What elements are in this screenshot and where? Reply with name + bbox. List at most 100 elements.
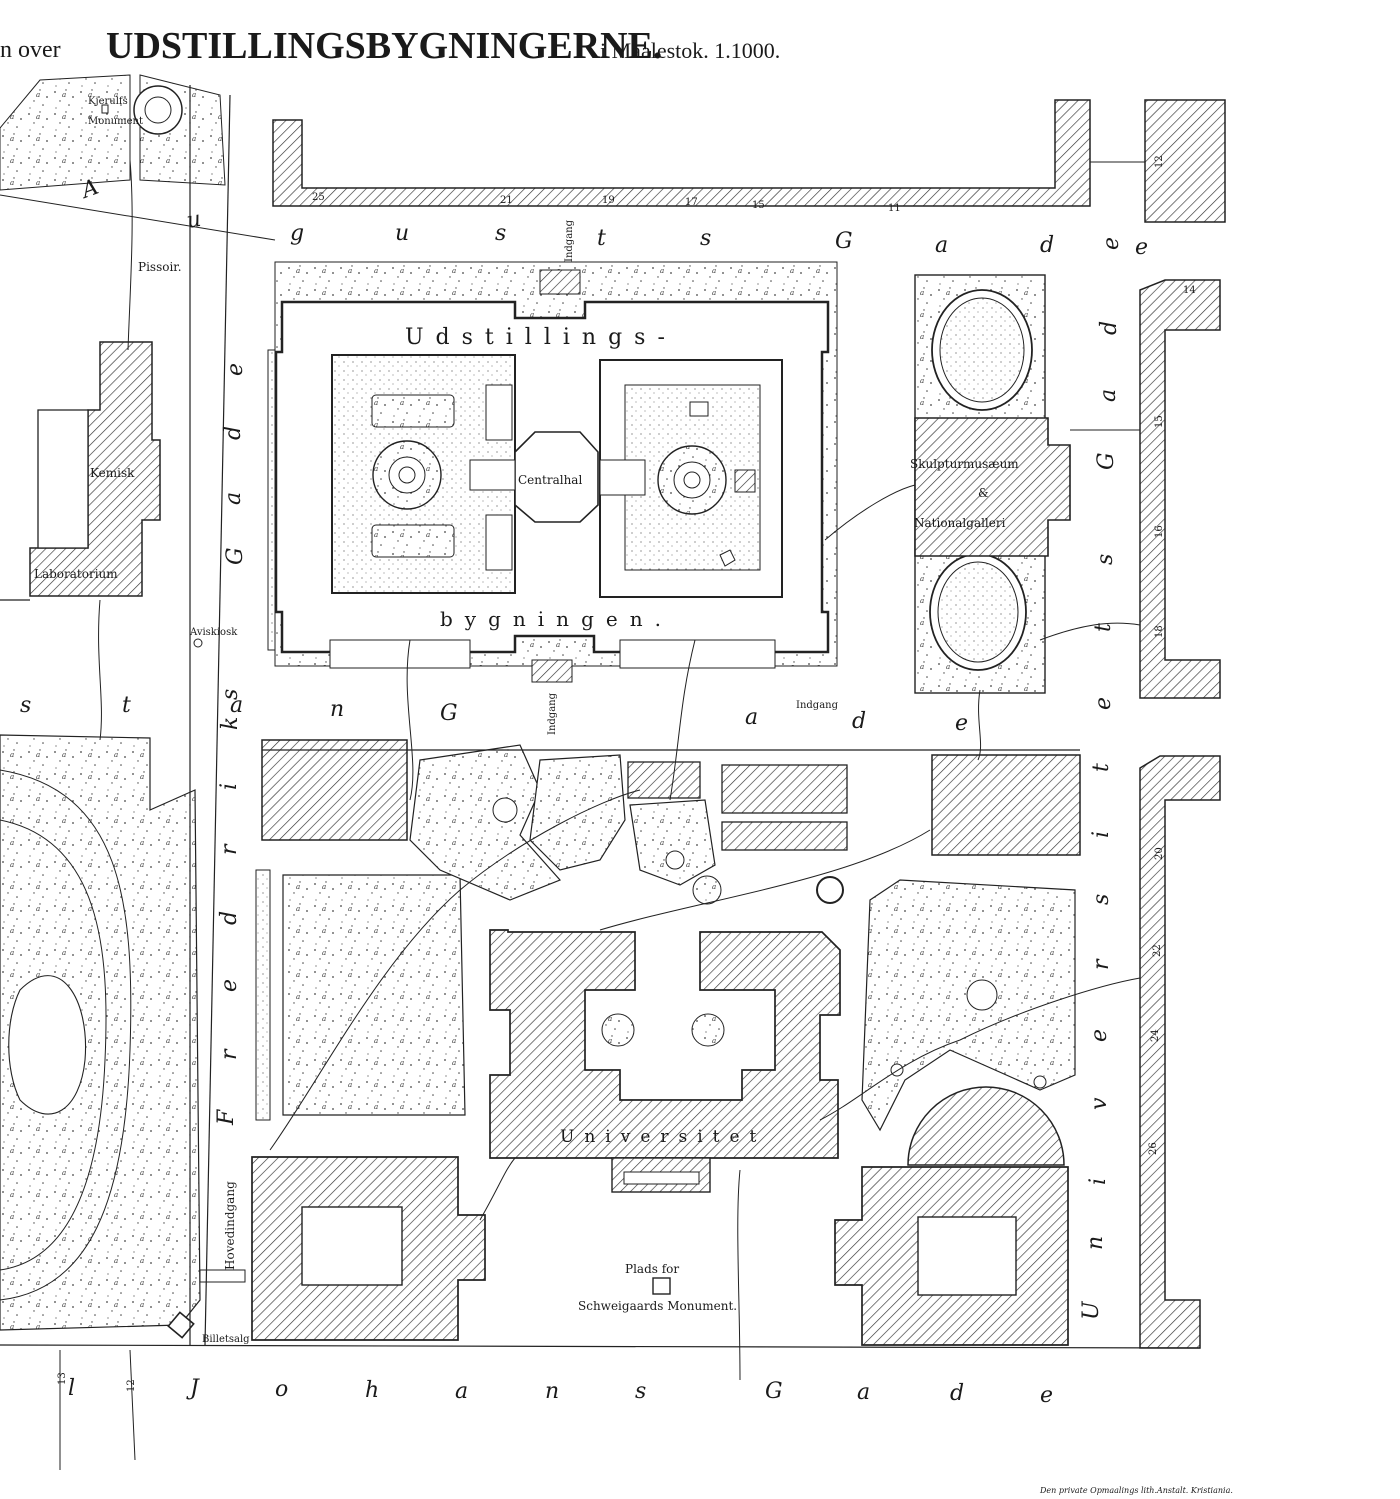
- monument-label-2: Schweigaards Monument.: [578, 1299, 737, 1313]
- east-entrance-label: Indgang: [796, 700, 839, 711]
- street-letter-augustsgade-top: u: [395, 221, 409, 246]
- aviskiosk-label: Aviskiosk: [189, 627, 238, 638]
- exhibition-labels: Udstillings- bygningen. Centralhal: [405, 325, 677, 631]
- national-gallery-label: Nationalgalleri: [914, 516, 1006, 530]
- street-letter-universitetsgade: r: [1089, 958, 1114, 970]
- house-number-right: 22: [1152, 944, 1163, 957]
- block-east-lower: [1139, 755, 1221, 1349]
- kjerulf-label-2: Monument: [88, 116, 143, 127]
- street-letter-augustsgade-mid: t: [122, 693, 131, 718]
- street-letter-augustsgade-top: g: [290, 221, 304, 246]
- block-east-upper: [1139, 279, 1221, 699]
- street-letter-frederiksgade: F: [214, 1109, 239, 1126]
- map-title: UDSTILLINGSBYGNINGERNE.: [106, 25, 662, 67]
- house-number-top: 19: [602, 195, 615, 206]
- palace-park-slope: [0, 734, 201, 1331]
- university-park-east: [861, 879, 1076, 1132]
- pissoir-label: Pissoir.: [138, 260, 182, 274]
- street-letter-universitetsgade: d: [1097, 321, 1122, 335]
- street-letter-augustsgade-mid: a: [230, 693, 243, 718]
- house-number-top: 17: [685, 197, 698, 208]
- house-number-right: 26: [1148, 1142, 1159, 1155]
- kjerulf-label-1: Kjerulfs: [88, 96, 128, 107]
- exhibition-label-top: Udstillings-: [405, 325, 677, 350]
- street-letter-karljohan: o: [275, 1377, 288, 1402]
- street-letter-universitetsgade: s: [1089, 894, 1114, 905]
- house-number-top: 15: [752, 200, 765, 211]
- kiosk-icon: [193, 638, 203, 648]
- street-letter-universitetsgade: n: [1083, 1236, 1108, 1250]
- street-letter-frederiksgade: r: [217, 843, 242, 855]
- street-letter-universitetsgade: G: [1094, 452, 1119, 470]
- street-letter-frederiksgade: r: [217, 1048, 242, 1060]
- lithographer-credit: Den private Opmaalings lith.Anstalt. Kri…: [1039, 1486, 1233, 1495]
- street-letter-augustsgade-mid: G: [440, 701, 458, 726]
- street-letter-universitetsgade: v: [1087, 1097, 1112, 1110]
- ampersand-label: &: [978, 486, 989, 500]
- north-entrance-label: Indgang: [564, 219, 575, 262]
- street-letter-augustsgade-top: t: [597, 226, 606, 251]
- street-letter-karljohan: e: [1040, 1383, 1053, 1408]
- house-number-bottom: 13: [57, 1372, 68, 1385]
- street-letter-augustsgade-mid: d: [852, 709, 866, 734]
- chemistry-label: Kemisk: [90, 466, 135, 480]
- block-north: [272, 99, 1091, 207]
- street-letter-karljohan: s: [635, 1379, 646, 1404]
- street-letter-frederiksgade: d: [221, 426, 246, 440]
- south-entrance-steps: [531, 659, 573, 683]
- street-letter-karljohan: a: [455, 1379, 468, 1404]
- street-letter-karljohan: G: [765, 1379, 783, 1404]
- street-letter-frederiksgade: a: [221, 492, 246, 505]
- title-prefix: n over: [0, 37, 61, 63]
- street-letter-karljohan: n: [545, 1379, 559, 1404]
- street-letter-universitetsgade: s: [1093, 554, 1118, 565]
- street-letter-universitetsgade: e: [1099, 237, 1124, 250]
- kjerulf-monument-icon: [101, 104, 109, 114]
- street-letter-frederiksgade: s: [218, 689, 243, 700]
- central-hall-label: Centralhal: [518, 473, 582, 487]
- street-letter-universitetsgade: e: [1091, 697, 1116, 710]
- south-entrance-label: Indgang: [547, 692, 558, 735]
- street-letter-augustsgade-top: u: [185, 207, 203, 234]
- north-entrance-steps: [539, 269, 581, 295]
- street-letter-augustsgade-top: s: [495, 221, 506, 246]
- house-number-top: 21: [500, 195, 513, 206]
- street-letter-karljohan: a: [857, 1380, 870, 1405]
- street-letter-augustsgade-top: G: [835, 229, 853, 254]
- house-number-right: 12: [1154, 155, 1165, 168]
- street-letter-frederiksgade: e: [223, 363, 248, 376]
- street-letter-augustsgade-mid: a: [745, 705, 758, 730]
- monument-label-1: Plads for: [625, 1262, 679, 1276]
- house-number-top: 25: [312, 192, 325, 203]
- street-letter-karljohan: J: [186, 1376, 200, 1401]
- aula-arc: [907, 1086, 1065, 1166]
- exhibition-label-bottom: bygningen.: [440, 607, 673, 631]
- street-letter-karljohan: h: [365, 1378, 379, 1403]
- street-letter-karljohan: l: [68, 1376, 75, 1401]
- park-kjerulf: [0, 74, 131, 191]
- monument-site-square: [652, 1277, 671, 1295]
- house-number-right: 24: [1150, 1029, 1161, 1042]
- street-letter-augustsgade-top: a: [935, 233, 948, 258]
- sculpture-museum-label: Skulpturmusæum: [910, 457, 1019, 471]
- ticket-sales-label: Billetsalg: [202, 1334, 250, 1345]
- street-letter-universitetsgade: t: [1089, 763, 1114, 772]
- street-letter-augustsgade-top: s: [700, 226, 711, 251]
- university-label: Universitet: [560, 1127, 766, 1147]
- street-letter-augustsgade-top: d: [1040, 233, 1054, 258]
- map-scale: i Maalestok. 1.1000.: [600, 38, 780, 63]
- street-letter-universitetsgade: i: [1086, 1178, 1111, 1185]
- street-letter-universitetsgade: i: [1089, 831, 1114, 838]
- house-number-right: 15: [1154, 415, 1165, 428]
- house-number-right: 16: [1154, 525, 1165, 538]
- street-letter-universitetsgade: e: [1087, 1029, 1112, 1042]
- street-letter-frederiksgade: i: [217, 783, 242, 790]
- street-letter-frederiksgade: d: [217, 911, 242, 925]
- block-northeast: [1144, 99, 1226, 223]
- street-letter-augustsgade-mid: e: [955, 711, 968, 736]
- street-letter-augustsgade-mid: n: [330, 697, 344, 722]
- street-letter-frederiksgade: k: [218, 717, 243, 730]
